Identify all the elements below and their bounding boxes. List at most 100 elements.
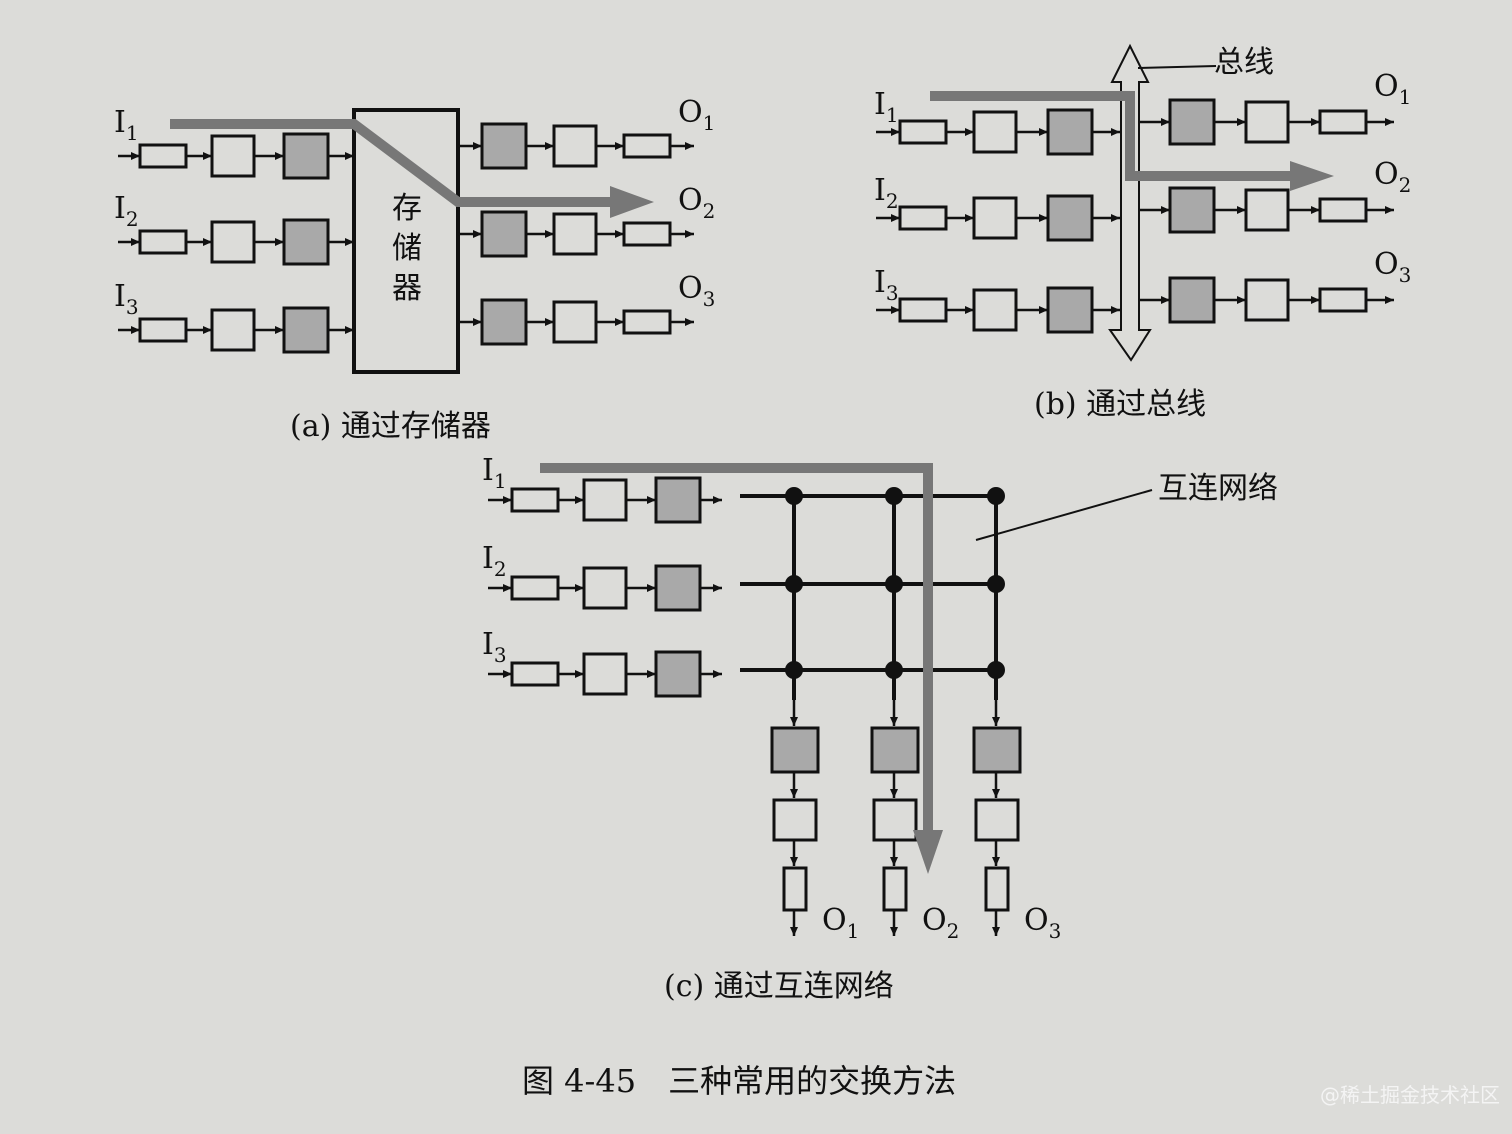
pb-out-3-output-box <box>1244 278 1290 322</box>
pb-output-label-1: O1 <box>1374 69 1411 109</box>
panel-a-caption: (a) 通过存储器 <box>290 409 491 444</box>
packet-path-b <box>930 91 1292 181</box>
pc-in-1-lookup-box <box>654 476 702 524</box>
pb-in-1-lookup-box <box>1046 108 1094 156</box>
pc-out-3-output-box <box>974 798 1020 842</box>
pa-input-label-1: I1 <box>114 105 139 145</box>
pc-output-label-3: O3 <box>1024 903 1061 943</box>
pa-in-3-processing-box <box>210 308 256 352</box>
pa-out-3-output-buffer <box>622 309 672 335</box>
pc-in-3-input-buffer <box>510 661 560 687</box>
pc-out-2-output-shaded-box <box>870 726 920 774</box>
pc-in-2-lookup-box <box>654 564 702 612</box>
pb-input-label-2: I2 <box>874 173 899 213</box>
panel-c-caption: (c) 通过互连网络 <box>664 969 894 1004</box>
pa-in-3-input-buffer <box>138 317 188 343</box>
pa-out-3-output-box <box>552 300 598 344</box>
pc-in-2-processing-box <box>582 566 628 610</box>
memory-label-3: 器 <box>392 271 422 306</box>
pb-in-3-processing-box <box>972 288 1018 332</box>
memory-label-2: 储 <box>392 231 422 266</box>
pb-out-1-output-shaded-box <box>1168 98 1216 146</box>
pa-output-label-3: O3 <box>678 271 715 311</box>
pa-out-1-output-shaded-box <box>480 122 528 170</box>
pc-in-3-lookup-box <box>654 650 702 698</box>
pc-in-3-processing-box <box>582 652 628 696</box>
pb-in-1-input-buffer <box>898 119 948 145</box>
pa-in-3-lookup-box <box>282 306 330 354</box>
pa-in-2-lookup-box <box>282 218 330 266</box>
pa-out-2-output-box <box>552 212 598 256</box>
crosspoint-1-2 <box>885 487 903 505</box>
pb-in-1-processing-box <box>972 110 1018 154</box>
memory-label-1: 存 <box>392 191 422 226</box>
pa-output-label-1: O1 <box>678 95 715 135</box>
pb-output-label-2: O2 <box>1374 157 1411 197</box>
pc-out-2-output-box <box>872 798 918 842</box>
crosspoint-1-1 <box>785 487 803 505</box>
pc-input-label-1: I1 <box>482 453 507 493</box>
pa-out-1-output-box <box>552 124 598 168</box>
pb-in-3-lookup-box <box>1046 286 1094 334</box>
pc-out-1-output-buffer <box>782 866 808 912</box>
pa-out-3-output-shaded-box <box>480 298 528 346</box>
pa-input-label-2: I2 <box>114 191 139 231</box>
crosspoint-1-3 <box>987 487 1005 505</box>
pa-in-2-input-buffer <box>138 229 188 255</box>
network-label-leader <box>975 489 1153 541</box>
pb-in-3-input-buffer <box>898 297 948 323</box>
crosspoint-2-3 <box>987 575 1005 593</box>
packet-path-b-head <box>1290 161 1334 191</box>
pa-input-label-3: I3 <box>114 279 139 319</box>
pa-out-2-output-buffer <box>622 221 672 247</box>
pc-in-1-input-buffer <box>510 487 560 513</box>
bus-label: 总线 <box>1214 45 1274 80</box>
bus-label-leader <box>1137 65 1217 69</box>
pa-out-2-output-shaded-box <box>480 210 528 258</box>
crosspoint-2-2 <box>885 575 903 593</box>
pc-out-3-output-shaded-box <box>972 726 1022 774</box>
pb-out-3-output-buffer <box>1318 287 1368 313</box>
pa-in-1-lookup-box <box>282 132 330 180</box>
pb-out-2-output-shaded-box <box>1168 186 1216 234</box>
pc-out-1-output-box <box>772 798 818 842</box>
pc-in-2-input-buffer <box>510 575 560 601</box>
pb-in-2-processing-box <box>972 196 1018 240</box>
pa-in-2-processing-box <box>210 220 256 264</box>
pc-output-label-2: O2 <box>922 903 959 943</box>
pc-out-2-output-buffer <box>882 866 908 912</box>
pb-out-2-output-box <box>1244 188 1290 232</box>
packet-path-a <box>170 119 612 207</box>
pb-in-2-lookup-box <box>1046 194 1094 242</box>
pa-out-1-output-buffer <box>622 133 672 159</box>
pb-input-label-1: I1 <box>874 87 899 127</box>
pc-in-1-processing-box <box>582 478 628 522</box>
pb-out-2-output-buffer <box>1318 197 1368 223</box>
pb-output-label-3: O3 <box>1374 247 1411 287</box>
panel-b-caption: (b) 通过总线 <box>1034 387 1206 422</box>
crosspoint-3-2 <box>885 661 903 679</box>
pb-in-2-input-buffer <box>898 205 948 231</box>
network-label: 互连网络 <box>1158 471 1278 506</box>
pa-in-1-input-buffer <box>138 143 188 169</box>
pc-out-3-output-buffer <box>984 866 1010 912</box>
pb-out-3-output-shaded-box <box>1168 276 1216 324</box>
pa-in-1-processing-box <box>210 134 256 178</box>
figure-caption: 图 4-45 三种常用的交换方法 <box>522 1062 956 1100</box>
pc-input-label-3: I3 <box>482 627 507 667</box>
pc-out-1-output-shaded-box <box>770 726 820 774</box>
packet-path-a-head <box>610 186 654 218</box>
pc-input-label-2: I2 <box>482 541 507 581</box>
crosspoint-2-1 <box>785 575 803 593</box>
pa-output-label-2: O2 <box>678 183 715 223</box>
packet-path-c <box>540 463 933 832</box>
crosspoint-3-1 <box>785 661 803 679</box>
bus-arrow <box>1108 43 1152 362</box>
pb-out-1-output-buffer <box>1318 109 1368 135</box>
crosspoint-3-3 <box>987 661 1005 679</box>
packet-path-c-head <box>913 830 943 874</box>
